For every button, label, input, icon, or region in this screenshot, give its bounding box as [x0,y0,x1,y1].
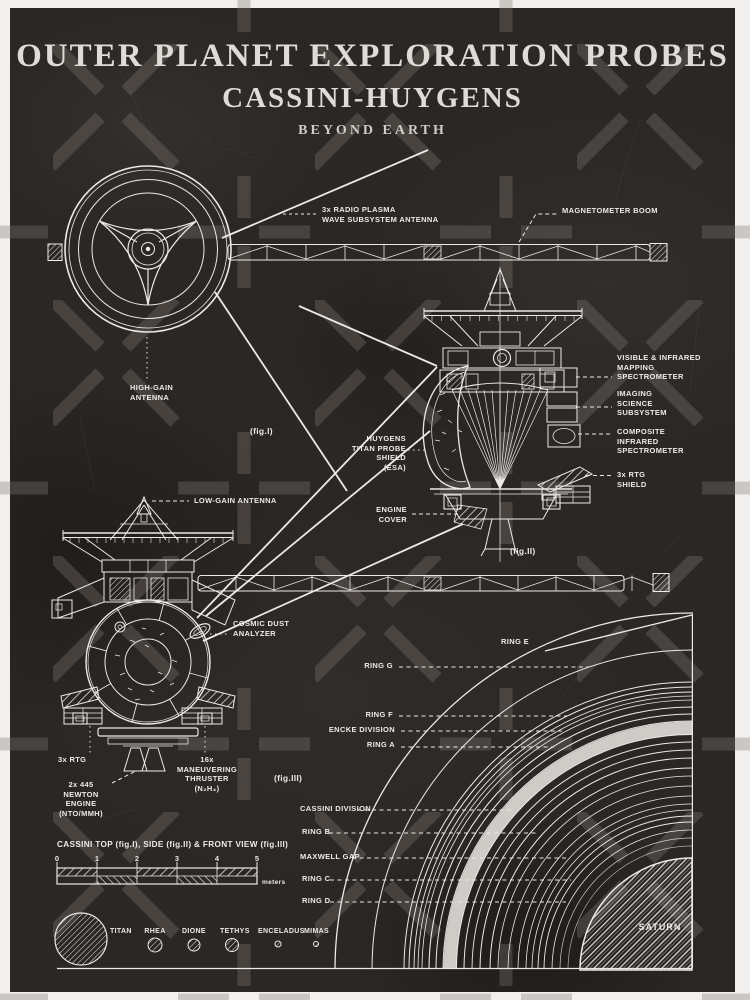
leader-lines [89,213,612,784]
scale-tick-1: 1 [94,854,100,863]
scale-tick-4: 4 [214,854,220,863]
magnetometer-boom-truss-upper [47,243,668,262]
label-moon-rhea: RHEA [144,928,166,935]
scale-bar-caption: CASSINI TOP (fig.I), SIDE (fig.II) & FRO… [57,840,289,849]
label-engine-cover: ENGINE COVER [376,505,407,524]
label-maxwell-gap: MAXWELL GAP [300,852,360,861]
label-iss: IMAGING SCIENCE SUBSYSTEM [617,389,667,417]
caption-fig1: (fig.I) [250,426,273,436]
fig1-top-view-drawing [64,165,232,333]
label-ring-d: RING D [302,896,331,905]
label-encke-division: ENCKE DIVISION [328,725,395,734]
poster-title-line2: CASSINI-HUYGENS [222,82,523,114]
label-huygens-probe: HUYGENS TITAN PROBE SHIELD (ESA) [351,434,406,472]
caption-fig2: (fig.II) [510,546,536,556]
label-thruster: 16x MANEUVERING THRUSTER (N₂H₄) [176,755,238,793]
label-high-gain-antenna: HIGH-GAIN ANTENNA [130,383,174,402]
label-ring-f: RING F [365,710,393,719]
scale-bar-graphic [56,862,258,885]
fig3-front-view-drawing [51,495,236,772]
scale-unit: meters [262,879,286,886]
label-vims: VISIBLE & INFRARED MAPPING SPECTROMETER [617,353,701,381]
fig2-side-view-drawing [422,267,594,562]
label-moon-titan: TITAN [110,928,132,935]
label-moon-mimas: MIMAS [304,928,330,935]
caption-fig3: (fig.III) [274,773,303,783]
label-saturn: SATURN [638,922,682,932]
poster-subtitle: BEYOND EARTH [298,123,447,138]
label-ring-c: RING C [302,874,331,883]
label-cassini-division: CASSINI DIVISION [300,804,372,813]
label-cosmic-dust-analyzer: COSMIC DUST ANALYZER [233,619,290,638]
label-rtg-shield: 3x RTG SHIELD [617,470,647,489]
moon-size-chart [54,912,692,970]
label-magnetometer-boom: MAGNETOMETER BOOM [562,206,658,215]
label-ring-a: RING A [366,740,395,749]
label-low-gain-antenna: LOW-GAIN ANTENNA [194,496,277,505]
label-rpws-antenna: 3x RADIO PLASMA WAVE SUBSYSTEM ANTENNA [322,205,439,224]
scale-tick-2: 2 [134,854,140,863]
label-rtg: 3x RTG [58,755,87,764]
scale-tick-0: 0 [54,854,60,863]
texture-scratches [79,69,701,821]
label-main-engine: 2x 445 NEWTON ENGINE (NTO/MMH) [59,780,103,818]
ring-leader-lines [329,666,589,903]
label-ring-b: RING B [302,827,331,836]
label-moon-enceladus: ENCELADUS [258,928,305,935]
label-moon-tethys: TETHYS [220,928,250,935]
label-ring-g: RING G [364,661,393,670]
poster-title: OUTER PLANET EXPLORATION PROBES [16,38,729,74]
label-cirs: COMPOSITE INFRARED SPECTROMETER [617,427,684,455]
saturn-rings-diagram [329,612,694,971]
scale-tick-3: 3 [174,854,180,863]
scale-tick-5: 5 [254,854,260,863]
magnetometer-boom-truss-lower [197,573,670,592]
saturn-planet-quarter [579,857,693,971]
projection-lines [196,149,693,652]
label-ring-e: RING E [501,637,529,646]
label-moon-dione: DIONE [182,928,206,935]
